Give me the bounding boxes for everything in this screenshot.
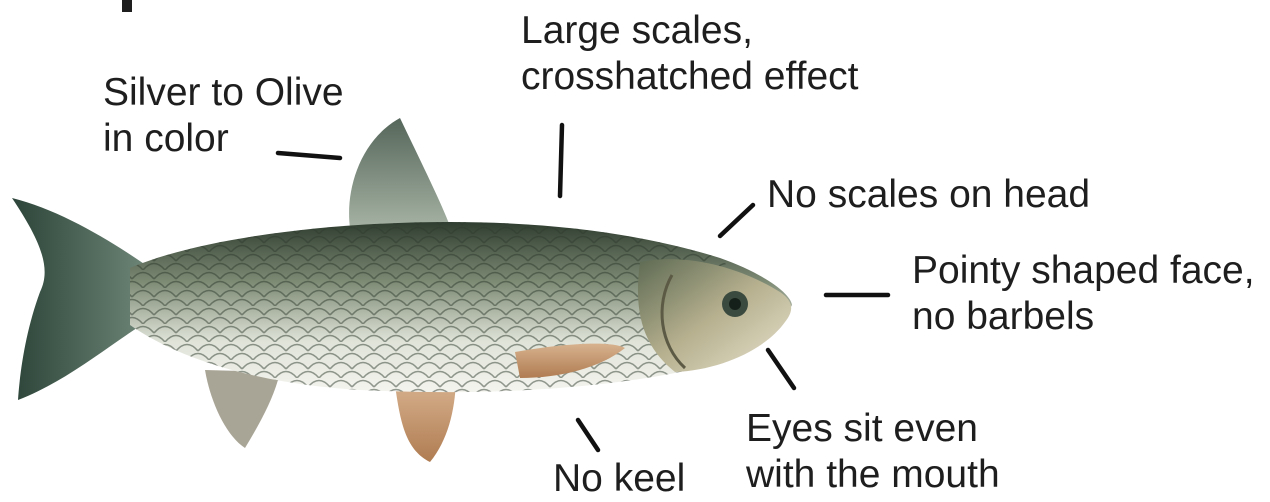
color-label: Silver to Olive in color xyxy=(103,70,344,162)
face-label: Pointy shaped face, no barbels xyxy=(912,248,1255,340)
pointer-scales xyxy=(560,125,562,196)
eyes-label-line1: Eyes sit even xyxy=(746,406,1000,452)
pelvic-fin xyxy=(395,380,456,462)
color-label-line1: Silver to Olive xyxy=(103,70,344,116)
head-label-text: No scales on head xyxy=(767,172,1090,218)
keel-label: No keel xyxy=(553,456,685,502)
tail-fin xyxy=(12,198,150,400)
color-label-line2: in color xyxy=(103,116,344,162)
face-label-line2: no barbels xyxy=(912,294,1255,340)
pointer-head xyxy=(720,205,753,236)
keel-label-text: No keel xyxy=(553,456,685,502)
face-label-line1: Pointy shaped face, xyxy=(912,248,1255,294)
head-label: No scales on head xyxy=(767,172,1090,218)
pointer-keel xyxy=(578,420,598,450)
scales-label-line1: Large scales, xyxy=(521,8,858,54)
eyes-label: Eyes sit even with the mouth xyxy=(746,406,1000,498)
scales-label-line2: crosshatched effect xyxy=(521,54,858,100)
anal-fin xyxy=(205,370,280,448)
scales-label: Large scales, crosshatched effect xyxy=(521,8,858,100)
eyes-label-line2: with the mouth xyxy=(746,452,1000,498)
dorsal-fin xyxy=(349,118,450,228)
pointer-eyes xyxy=(768,350,794,388)
